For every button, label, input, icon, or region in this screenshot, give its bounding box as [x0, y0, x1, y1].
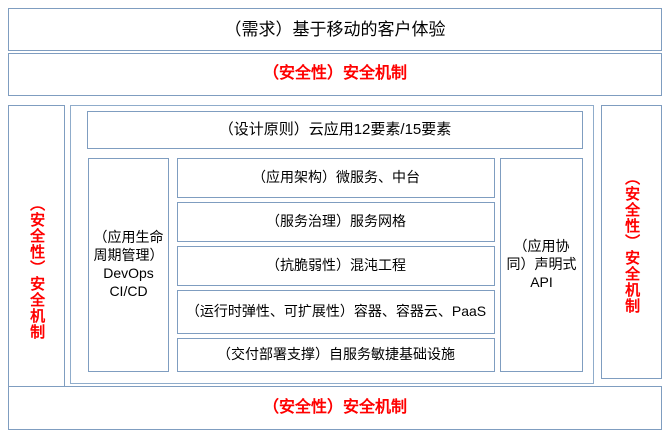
- design-principles-box: （设计原则）云应用12要素/15要素: [87, 111, 583, 149]
- stack-row-label: （应用架构）微服务、中台: [252, 169, 420, 186]
- security-bar-left-label: （安全性）安全机制: [28, 195, 46, 340]
- stack-row-runtime-elasticity: （运行时弹性、可扩展性）容器、容器云、PaaS: [177, 290, 495, 334]
- security-bar-right: （安全性）安全机制: [601, 105, 662, 379]
- stack-row-label: （抗脆弱性）混沌工程: [266, 257, 406, 274]
- security-bar-left: （安全性）安全机制: [8, 105, 65, 430]
- stack-row-label: （服务治理）服务网格: [266, 213, 406, 230]
- security-bar-top-label: （安全性）安全机制: [262, 65, 407, 83]
- application-lifecycle-box: （应用生命周期管理）DevOps CI/CD: [88, 158, 169, 372]
- core-platform-container: [70, 105, 594, 384]
- security-bar-bottom: （安全性）安全机制: [8, 386, 662, 430]
- design-principles-label: （设计原则）云应用12要素/15要素: [218, 121, 452, 139]
- stack-row-antifragility: （抗脆弱性）混沌工程: [177, 246, 495, 286]
- stack-row-label: （运行时弹性、可扩展性）容器、容器云、PaaS: [185, 303, 487, 320]
- application-collaboration-box: （应用协同）声明式API: [500, 158, 583, 372]
- application-collaboration-label: （应用协同）声明式API: [506, 238, 577, 290]
- stack-row-application-architecture: （应用架构）微服务、中台: [177, 158, 495, 198]
- security-bar-right-label: （安全性）安全机制: [623, 170, 641, 314]
- security-bar-bottom-label: （安全性）安全机制: [262, 398, 407, 416]
- application-lifecycle-label: （应用生命周期管理）DevOps CI/CD: [93, 229, 164, 299]
- stack-row-delivery-deployment: （交付部署支撑）自服务敏捷基础设施: [177, 338, 495, 372]
- stack-row-label: （交付部署支撑）自服务敏捷基础设施: [217, 346, 455, 363]
- stack-row-service-governance: （服务治理）服务网格: [177, 202, 495, 242]
- requirement-bar-label: （需求）基于移动的客户体验: [224, 19, 446, 39]
- requirement-bar: （需求）基于移动的客户体验: [8, 8, 662, 51]
- security-bar-top: （安全性）安全机制: [8, 53, 662, 96]
